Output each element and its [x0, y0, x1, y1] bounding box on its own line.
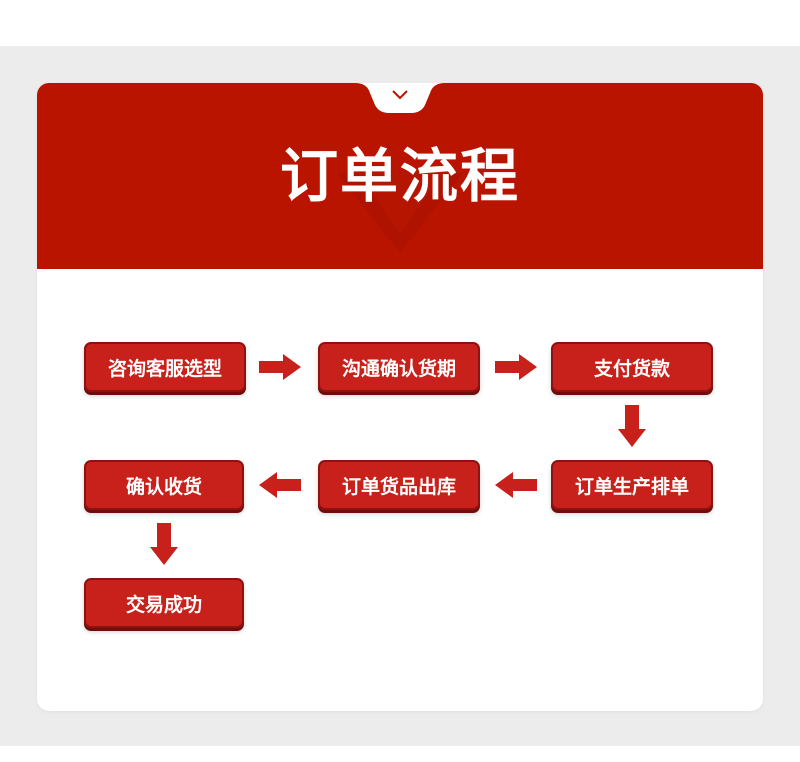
page-title: 订单流程 — [279, 142, 520, 210]
step-confirm-delivery: 沟通确认货期 — [318, 342, 480, 392]
step-transaction-success: 交易成功 — [84, 578, 244, 628]
step-consult-service: 咨询客服选型 — [84, 342, 246, 392]
arrow-right-icon — [495, 354, 537, 380]
arrow-down-icon — [618, 405, 646, 447]
header-decoration — [337, 83, 463, 253]
chevron-down-icon — [392, 90, 408, 100]
order-process-card: 订单流程 咨询客服选型 沟通确认货期 支付货款 确认收货 订单货品出库 订单生产… — [37, 83, 763, 711]
arrow-right-icon — [259, 354, 301, 380]
card-header: 订单流程 — [37, 83, 763, 269]
step-order-shipment: 订单货品出库 — [318, 460, 480, 510]
step-production-schedule: 订单生产排单 — [551, 460, 713, 510]
step-payment: 支付货款 — [551, 342, 713, 392]
arrow-left-icon — [495, 472, 537, 498]
arrow-down-icon — [150, 523, 178, 565]
arrow-left-icon — [259, 472, 301, 498]
step-confirm-receipt: 确认收货 — [84, 460, 244, 510]
